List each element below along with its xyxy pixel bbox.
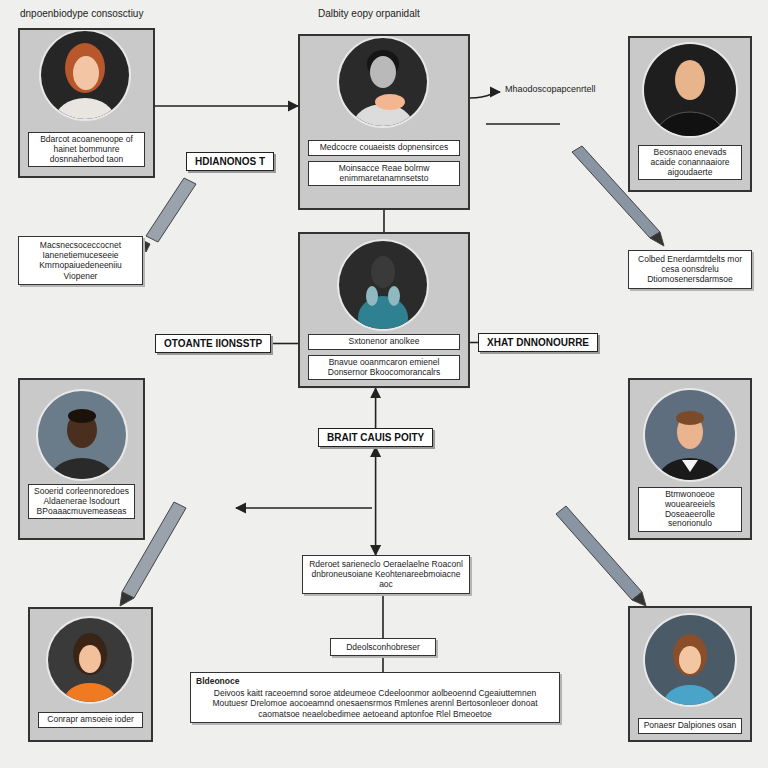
- illustration-part: [486, 123, 560, 125]
- illustration-part: [673, 634, 707, 676]
- note-label: dnpoenbiodype consosctiuy: [20, 8, 143, 19]
- text-box: BldeonoceDeivoos kaitt raceoemnd soroe a…: [190, 672, 560, 723]
- illustration-part: [650, 232, 664, 246]
- node-text: Bdarcot acoanenoope of hainet bommunre d…: [28, 132, 145, 167]
- illustration-part: [628, 378, 752, 540]
- connector: [375, 447, 377, 555]
- profile-card: Btmwonoeoe woueareeiels Doseaeerolle sen…: [628, 378, 752, 540]
- text-box: Macsnecsoceccocnet Ianenetiemuceseeie Km…: [18, 236, 143, 285]
- card-fills: [18, 28, 752, 742]
- node-text: Ddeolsconhobreser: [336, 642, 430, 652]
- node-text: Btmwonoeoe woueareeiels Doseaeerolle sen…: [638, 487, 742, 532]
- connector: [155, 105, 298, 107]
- node-text: Beosnaoo enevads acaide conannaaiore aig…: [638, 145, 742, 180]
- node-text: Moinsacce Reae bolrnw enimmaretanamnsets…: [308, 161, 460, 187]
- illustration-part: [64, 633, 116, 719]
- illustration-part: [675, 60, 705, 100]
- illustration-part: [73, 633, 107, 675]
- illustration-part: [120, 592, 134, 606]
- profile-card: Sooerid corleennoredoes Aldaenerae lsodo…: [18, 378, 145, 540]
- portrait: [642, 42, 738, 162]
- illustration-part: [353, 50, 413, 148]
- decor-arrow: [236, 92, 560, 508]
- tag-text: BRAIT CAUIS POITY: [327, 432, 424, 443]
- tag-text: HDIANONOS T: [195, 156, 265, 167]
- profile-card: Sxtonenor anolkeeBnavue ooanmcaron emien…: [298, 232, 470, 388]
- illustration-part: [375, 94, 405, 110]
- portrait: [643, 613, 737, 721]
- profile-card: Bdarcot acoanenoope of hainet bommunre d…: [18, 28, 155, 178]
- illustration-part: [358, 256, 408, 340]
- pen-illustration: [120, 146, 664, 606]
- illustration-part: [298, 232, 470, 388]
- text-box: Colbed Enerdarmtdelts mor cesa oonsdrelu…: [628, 250, 752, 289]
- text-box: Rderoet sarieneclo Oeraelaelne Roaconl d…: [302, 555, 470, 594]
- node-text: Medcocre couaeists dopnensirces: [308, 140, 460, 156]
- connector: [382, 594, 384, 638]
- tag-box: OTOANTE IIONSSTP: [155, 334, 271, 353]
- illustration-part: [470, 92, 500, 98]
- illustration-part: [388, 286, 400, 306]
- illustration-part: [65, 43, 105, 93]
- illustration-part: [628, 36, 752, 192]
- illustration-part: [73, 56, 99, 90]
- tag-box: BRAIT CAUIS POITY: [318, 428, 433, 447]
- illustration-part: [18, 378, 145, 540]
- diagram-title: Dalbity eopy orpanidalt: [318, 8, 420, 19]
- connector: [271, 343, 298, 345]
- connector: [470, 342, 478, 344]
- tag-box: XHAT DNNONOURRE: [478, 333, 598, 352]
- node-text: Macsnecsoceccocnet Ianenetiemuceseeie Km…: [24, 240, 137, 281]
- note-label: Mhaodoscopapcenrtell: [505, 84, 596, 94]
- illustration-part: [18, 28, 155, 178]
- portrait: [337, 36, 429, 148]
- connector: [383, 210, 385, 232]
- portrait: [39, 29, 131, 142]
- node-text: Sxtonenor anolkee: [308, 334, 460, 350]
- illustration-part: [55, 43, 115, 142]
- connector: [382, 656, 384, 672]
- text-box: Ddeolsconhobreser: [330, 638, 436, 656]
- node-text: Colbed Enerdarmtdelts mor cesa oonsdrelu…: [634, 254, 746, 285]
- illustration-part: [146, 178, 196, 242]
- illustration-part: [628, 606, 752, 742]
- illustration-part: [79, 645, 101, 673]
- portrait: [337, 239, 429, 340]
- profile-card: Medcocre couaeists dopnensircesMoinsacce…: [298, 34, 470, 210]
- node-text: Ponaesr Dalpiones osan: [638, 718, 742, 734]
- illustration-part: [682, 460, 698, 472]
- illustration-part: [664, 634, 716, 721]
- profile-card: Ponaesr Dalpiones osan: [628, 606, 752, 742]
- illustration-part: [632, 592, 646, 606]
- illustration-part: [370, 56, 396, 88]
- illustration-part: [645, 390, 735, 480]
- portrait: [643, 388, 737, 502]
- connector: [375, 388, 377, 428]
- node-text: Bldeonoce: [196, 676, 554, 686]
- profile-card: Conrapr amsoeie ioder: [28, 607, 153, 742]
- illustration-part: [371, 256, 395, 288]
- illustration-part: [236, 507, 372, 509]
- node-text: Sooerid corleennoredoes Aldaenerae lsodo…: [28, 484, 135, 519]
- illustration-part: [298, 34, 470, 210]
- illustration-part: [679, 646, 701, 674]
- illustration-part: [28, 607, 153, 742]
- portrait: [46, 616, 134, 719]
- node-text: Deivoos kaitt raceoemnd soroe atdeumeoe …: [196, 688, 554, 719]
- node-text: Bnavue ooanmcaron emienel Donsernor Bkoo…: [308, 355, 460, 381]
- profile-card: Beosnaoo enevads acaide conannaaiore aig…: [628, 36, 752, 192]
- tag-text: OTOANTE IIONSSTP: [164, 338, 262, 349]
- illustration-part: [366, 286, 378, 306]
- illustration-part: [664, 685, 716, 721]
- illustration-part: [643, 388, 737, 482]
- illustration-part: [142, 240, 150, 252]
- illustration-part: [676, 411, 704, 425]
- node-text: Conrapr amsoeie ioder: [38, 712, 143, 728]
- illustration-part: [68, 409, 96, 423]
- node-text: Rderoet sarieneclo Oeraelaelne Roaconl d…: [308, 559, 464, 590]
- tag-box: HDIANONOS T: [186, 152, 274, 171]
- tag-text: XHAT DNNONOURRE: [487, 337, 589, 348]
